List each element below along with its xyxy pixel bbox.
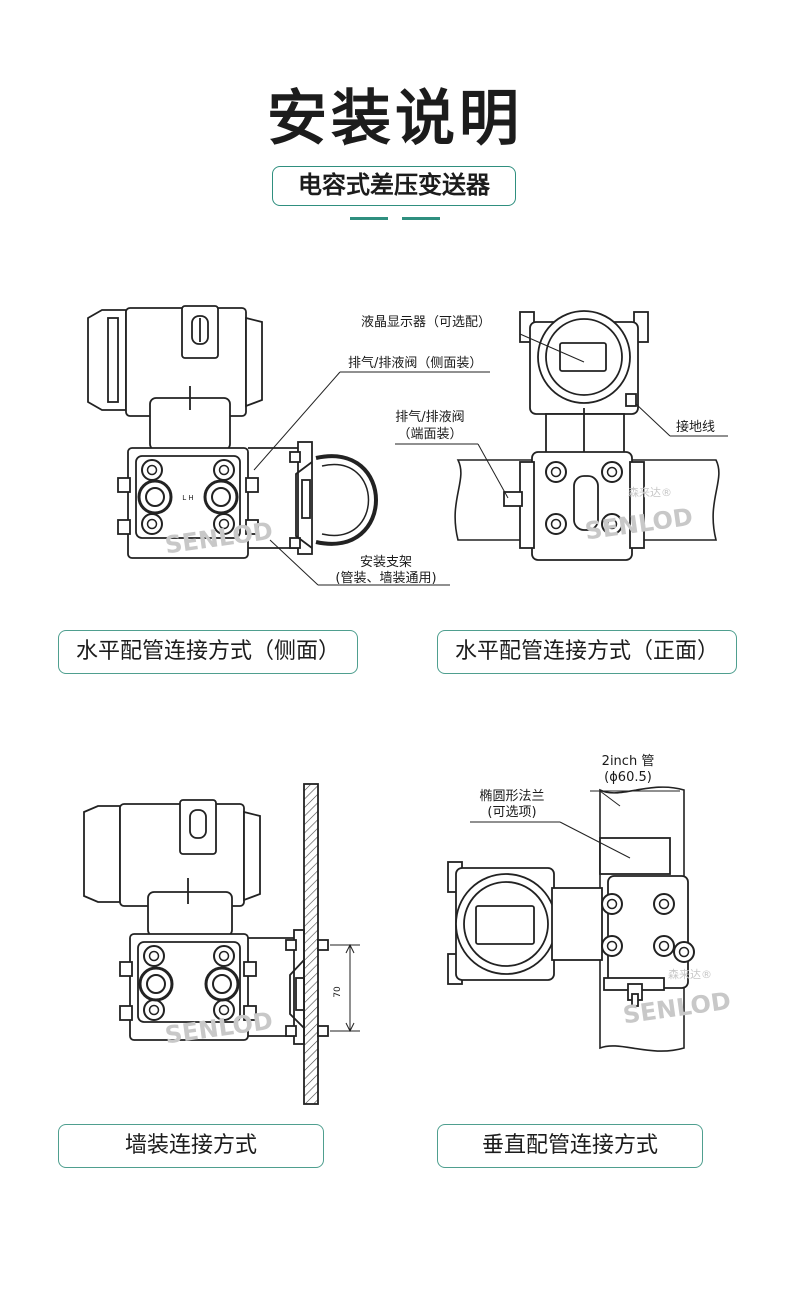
flange-lh-mark: L H: [182, 494, 193, 502]
label-oval-flange-optional: (可选项): [487, 805, 536, 820]
side-view-bracket: [248, 441, 378, 555]
accent-bar-left: [350, 217, 388, 220]
product-subtitle: 电容式差压变送器: [272, 166, 516, 206]
page-title: 安装说明: [267, 84, 523, 154]
label-ground-wire: 接地线: [676, 419, 715, 435]
label-oval-flange: 椭圆形法兰: [479, 788, 544, 804]
caption-wall-mount: 墙装连接方式: [58, 1124, 324, 1168]
label-vent-valve-side: 排气/排液阀（侧面装）: [348, 355, 482, 371]
side-view-diagram: [87, 305, 263, 559]
label-bracket-title: 安装支架: [360, 555, 412, 570]
label-vent-valve-front: 排气/排液阀: [395, 409, 464, 425]
wall-view-diagram: [83, 783, 360, 1105]
accent-bar-right: [402, 217, 440, 220]
label-pipe-diameter: (ϕ60.5): [604, 770, 652, 785]
caption-horizontal-front: 水平配管连接方式（正面）: [437, 630, 737, 674]
watermark-cn-front: 森来达®: [628, 485, 672, 499]
label-vent-valve-end: （端面装）: [397, 427, 462, 442]
caption-vertical-pipe: 垂直配管连接方式: [437, 1124, 703, 1168]
watermark-cn-vertical: 森来达®: [668, 967, 712, 981]
label-lcd-display: 液晶显示器（可选配）: [361, 315, 491, 330]
label-pipe-size: 2inch 管: [602, 754, 655, 769]
vertical-view-diagram: [447, 837, 689, 1007]
caption-horizontal-side: 水平配管连接方式（侧面）: [58, 630, 358, 674]
dimension-70: 70: [333, 986, 343, 998]
label-bracket-note: (管装、墙装通用): [335, 571, 436, 586]
